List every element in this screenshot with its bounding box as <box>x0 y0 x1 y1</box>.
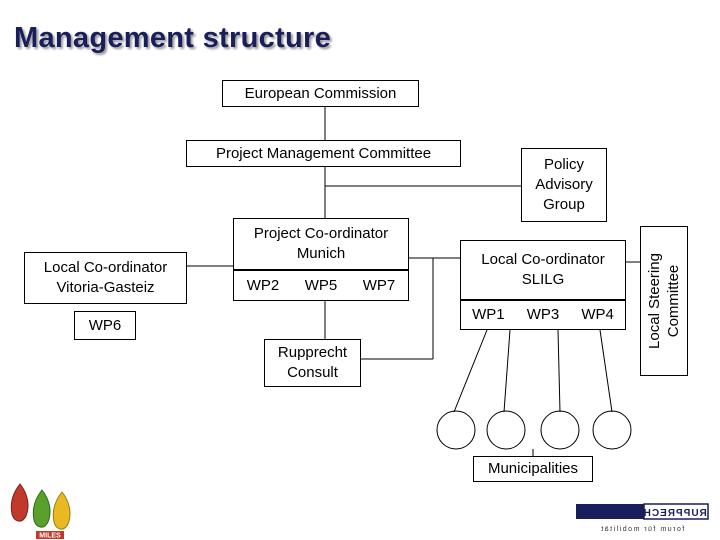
wp6-box: WP6 <box>74 311 136 340</box>
logo-rupprecht-bg <box>576 504 644 519</box>
local-coordinator-slilg-box: Local Co-ordinator SLILG <box>460 240 626 300</box>
logo-right-text: RUPPRECHT CONSULT <box>577 508 707 519</box>
page-title: Management structure <box>14 22 332 54</box>
logo-label-bg <box>36 531 64 539</box>
municipality-circle-3 <box>540 410 580 450</box>
policy-advisory-label-line1: Policy <box>543 156 584 173</box>
wp3-label: WP3 <box>526 306 560 323</box>
policy-advisory-label-line2: Advisory <box>535 176 593 193</box>
fan-line-1 <box>453 329 488 413</box>
municipality-circle-1 <box>436 410 476 450</box>
slilg-wp-box: WP1 WP3 WP4 <box>460 300 626 330</box>
rupprecht-consult-label-line1: Rupprecht <box>277 344 348 361</box>
logo-red-drop <box>10 483 29 522</box>
local-steering-committee-label-line1: Local Steering <box>646 253 663 349</box>
local-coordinator-slilg-label-line2: SLILG <box>521 271 565 288</box>
policy-advisory-label-line3: Group <box>543 196 585 213</box>
local-steering-committee-label-line2: Committee <box>665 264 682 338</box>
municipalities-label: Municipalities <box>487 460 579 477</box>
project-coordinator-wp-box: WP2 WP5 WP7 <box>233 270 409 301</box>
logo-right-tagline: forum für mobilität <box>600 526 685 533</box>
wp2-label: WP2 <box>246 276 280 294</box>
local-coordinator-vitoria-label-line1: Local Co-ordinator <box>43 259 168 276</box>
fan-line-2 <box>503 329 511 413</box>
municipality-circle-2 <box>486 410 526 450</box>
local-coordinator-vitoria-box: Local Co-ordinator Vitoria-Gasteiz <box>24 252 187 304</box>
logo-yellow-drop <box>52 491 71 530</box>
wp5-label: WP5 <box>304 276 338 294</box>
project-management-committee-box: Project Management Committee <box>186 140 461 167</box>
logo-green-drop <box>32 489 51 528</box>
european-commission-label: European Commission <box>244 84 397 102</box>
project-management-committee-label: Project Management Committee <box>215 144 432 162</box>
local-coordinator-vitoria-label-line2: Vitoria-Gasteiz <box>56 279 155 296</box>
rupprecht-consult-logo: RUPPRECHT CONSULT forum für mobilität <box>576 503 709 533</box>
municipalities-box: Municipalities <box>473 456 593 482</box>
local-steering-committee-box: Local Steering Committee <box>640 226 688 376</box>
wp1-label: WP1 <box>472 306 505 323</box>
wp7-label: WP7 <box>362 276 396 294</box>
fan-line-4 <box>599 329 613 413</box>
municipality-circle-4 <box>592 410 632 450</box>
project-coordinator-label-line2: Munich <box>296 245 346 262</box>
project-coordinator-box: Project Co-ordinator Munich <box>233 218 409 270</box>
local-coordinator-slilg-label-line1: Local Co-ordinator <box>481 251 605 268</box>
wp4-label: WP4 <box>581 306 614 323</box>
rupprecht-consult-label-line2: Consult <box>287 364 338 381</box>
miles-logo: MILES <box>10 483 71 540</box>
european-commission-box: European Commission <box>222 80 419 107</box>
policy-advisory-group-box: Policy Advisory Group <box>521 148 607 222</box>
fan-line-3 <box>557 329 561 413</box>
wp6-label: WP6 <box>88 316 122 334</box>
project-coordinator-label-line1: Project Co-ordinator <box>253 225 389 242</box>
logo-label-text: MILES <box>39 533 61 540</box>
rupprecht-consult-box: Rupprecht Consult <box>264 339 361 387</box>
